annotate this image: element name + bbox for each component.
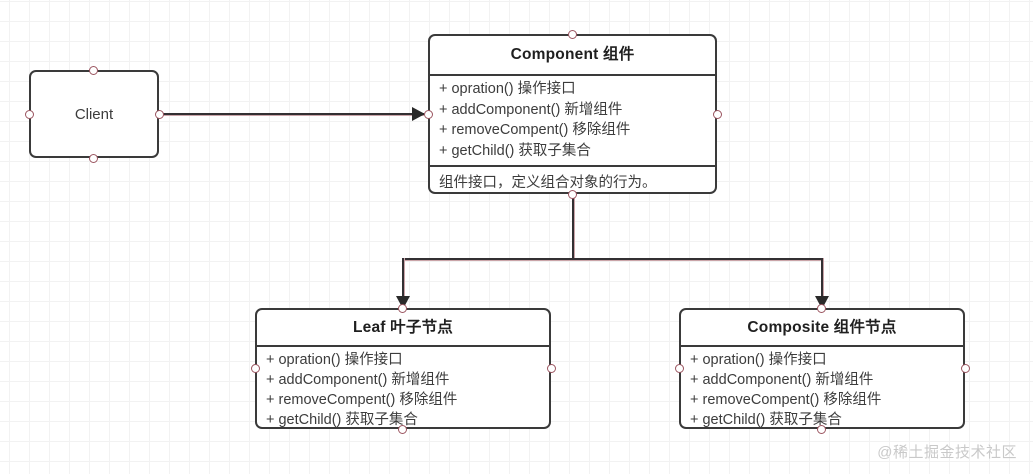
association-client-to-component[interactable] [159, 113, 424, 115]
leaf-method-1: + opration() 操作接口 [266, 352, 403, 368]
component-description: 组件接口，定义组合对象的行为。 [439, 175, 657, 191]
leaf-divider [257, 345, 549, 347]
port-component-right[interactable] [713, 110, 722, 119]
component-divider-bottom [430, 165, 715, 167]
composite-title: Composite 组件节点 [747, 319, 897, 336]
port-composite-right[interactable] [961, 364, 970, 373]
leaf-methods: + opration() 操作接口 + addComponent() 新增组件 … [257, 347, 549, 428]
generalization-crossbar[interactable] [402, 258, 822, 260]
arrowhead-client-to-component [412, 107, 425, 121]
component-method-2: + addComponent() 新增组件 [439, 101, 623, 118]
class-box-component[interactable]: Component 组件 + opration() 操作接口 + addComp… [428, 34, 717, 194]
port-composite-top[interactable] [817, 304, 826, 313]
port-component-top[interactable] [568, 30, 577, 39]
class-box-client[interactable]: Client [29, 70, 159, 158]
leaf-method-3: + removeCompent() 移除组件 [266, 392, 458, 408]
leaf-title: Leaf 叶子节点 [353, 319, 453, 336]
component-method-3: + removeCompent() 移除组件 [439, 122, 631, 138]
generalization-branch-leaf[interactable] [402, 258, 404, 302]
component-method-4: + getChild() 获取子集合 [439, 142, 591, 159]
port-client-bottom[interactable] [89, 154, 98, 163]
port-leaf-bottom[interactable] [398, 425, 407, 434]
component-method-1: + opration() 操作接口 [439, 81, 576, 97]
component-methods: + opration() 操作接口 + addComponent() 新增组件 … [430, 76, 715, 165]
port-composite-bottom[interactable] [817, 425, 826, 434]
client-label: Client [74, 105, 114, 123]
port-leaf-top[interactable] [398, 304, 407, 313]
composite-method-1: + opration() 操作接口 [690, 352, 827, 368]
watermark-label: @稀土掘金技术社区 [877, 444, 1017, 461]
component-title: Component 组件 [510, 46, 635, 63]
leaf-method-4: + getChild() 获取子集合 [266, 412, 418, 428]
class-box-composite[interactable]: Composite 组件节点 + opration() 操作接口 + addCo… [679, 308, 965, 429]
leaf-method-2: + addComponent() 新增组件 [266, 372, 450, 388]
port-leaf-left[interactable] [251, 364, 260, 373]
port-client-top[interactable] [89, 66, 98, 75]
composite-method-4: + getChild() 获取子集合 [690, 412, 842, 428]
composite-methods: + opration() 操作接口 + addComponent() 新增组件 … [681, 347, 963, 428]
port-component-bottom[interactable] [568, 190, 577, 199]
class-box-leaf[interactable]: Leaf 叶子节点 + opration() 操作接口 + addCompone… [255, 308, 551, 429]
component-divider-top [430, 74, 715, 76]
generalization-branch-composite[interactable] [821, 258, 823, 302]
port-component-left[interactable] [424, 110, 433, 119]
generalization-trunk[interactable] [572, 194, 574, 259]
composite-method-2: + addComponent() 新增组件 [690, 372, 874, 388]
composite-divider [681, 345, 963, 347]
port-client-left[interactable] [25, 110, 34, 119]
port-client-right[interactable] [155, 110, 164, 119]
composite-method-3: + removeCompent() 移除组件 [690, 392, 882, 408]
port-leaf-right[interactable] [547, 364, 556, 373]
port-composite-left[interactable] [675, 364, 684, 373]
